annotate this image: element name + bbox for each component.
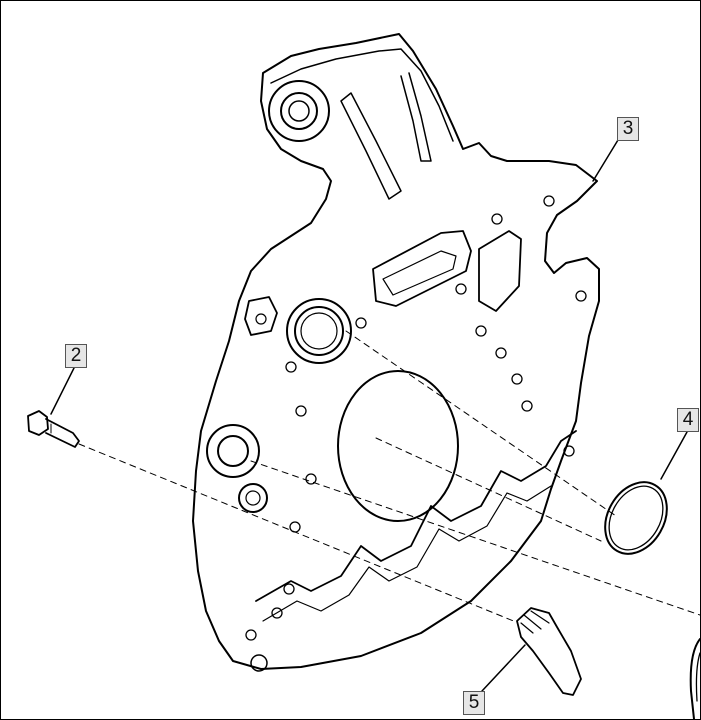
bolt-icon — [27, 410, 80, 448]
edge-part-icon — [689, 638, 700, 719]
callout-4: 4 — [677, 408, 699, 432]
callout-leaders — [50, 139, 688, 692]
assembly-lines — [78, 330, 700, 623]
plug-icon — [516, 607, 582, 696]
flywheel-housing-plate-icon — [192, 33, 600, 672]
callout-3: 3 — [617, 117, 639, 141]
callout-2: 2 — [65, 344, 87, 368]
o-ring-icon — [604, 481, 668, 555]
callout-5: 5 — [463, 691, 485, 715]
